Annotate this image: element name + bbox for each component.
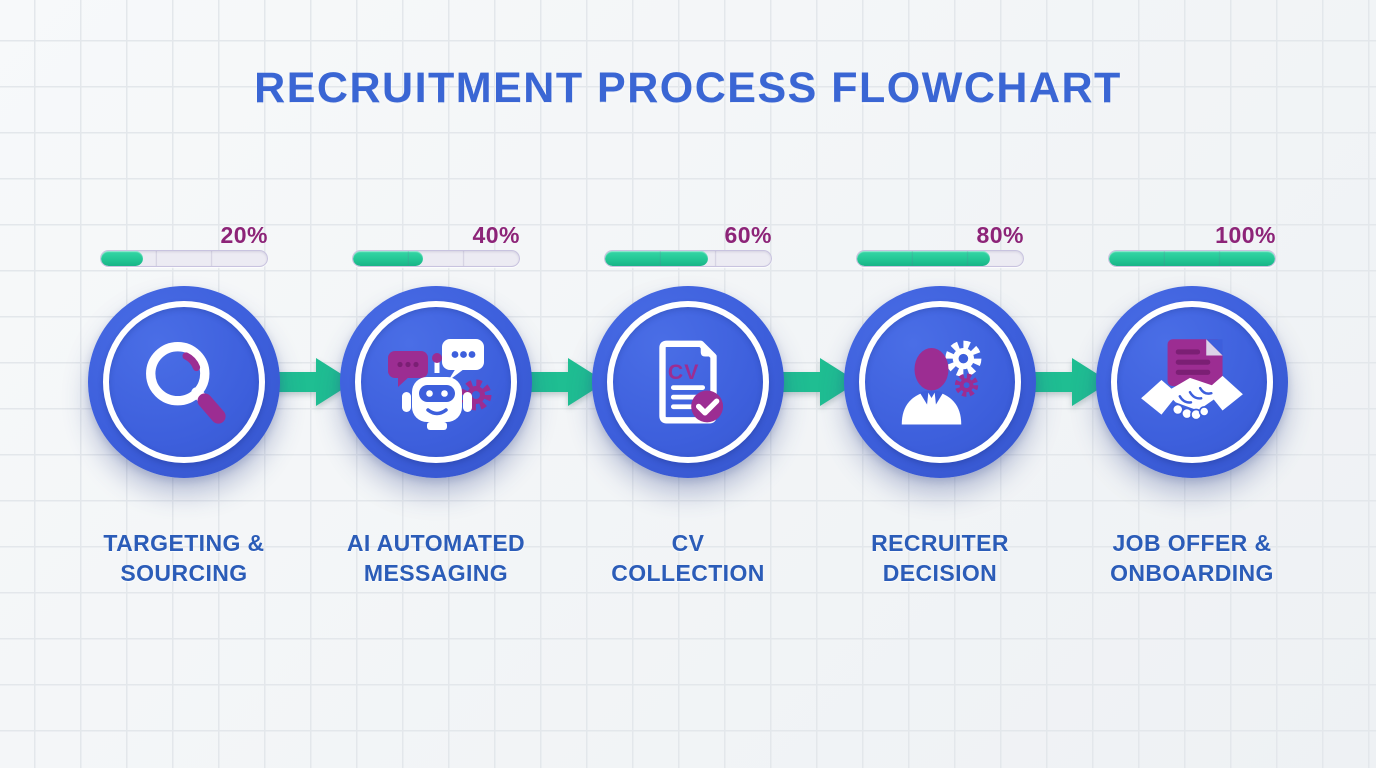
- magnifier-icon: [146, 341, 226, 424]
- recruiter-gears-icon: [901, 340, 982, 425]
- progress-bar: [1108, 250, 1276, 267]
- robot-chat-icon: [388, 339, 492, 430]
- step-circle: [340, 286, 532, 478]
- handshake-contract-icon: [1141, 339, 1243, 421]
- step-circle: [88, 286, 280, 478]
- progress-fill: [101, 251, 143, 266]
- flow-arrow-icon: [518, 358, 606, 406]
- svg-text:CV: CV: [668, 360, 700, 384]
- step-circle: CV: [592, 286, 784, 478]
- step-label: AI AUTOMATED MESSAGING: [346, 530, 526, 586]
- progress-fill: [605, 251, 708, 266]
- progress-percent-label: 80%: [976, 222, 1024, 248]
- flow-arrow-icon: [1022, 358, 1110, 406]
- progress-percent-label: 20%: [220, 222, 268, 248]
- progress-bar: [856, 250, 1024, 267]
- step-column-job-offer-onboarding: 100%: [1066, 222, 1318, 588]
- flow-row: 20% TARGETING & SOURCING 40%: [58, 222, 1318, 588]
- progress-group: 60%: [604, 222, 772, 267]
- step-circle: [1096, 286, 1288, 478]
- cv-document-icon: CV: [659, 340, 724, 424]
- step-label: TARGETING & SOURCING: [103, 530, 265, 586]
- flow-arrow-icon: [770, 358, 858, 406]
- progress-fill: [1109, 251, 1275, 266]
- progress-percent-label: 40%: [472, 222, 520, 248]
- page-title: RECRUITMENT PROCESS FLOWCHART: [254, 64, 1122, 112]
- step-circle: [844, 286, 1036, 478]
- progress-group: 100%: [1108, 222, 1276, 267]
- progress-percent-label: 100%: [1215, 222, 1276, 248]
- progress-bar: [604, 250, 772, 267]
- progress-group: 40%: [352, 222, 520, 267]
- gear-icon: [954, 373, 979, 397]
- progress-group: 80%: [856, 222, 1024, 267]
- progress-bar: [352, 250, 520, 267]
- progress-fill: [857, 251, 990, 266]
- progress-percent-label: 60%: [724, 222, 772, 248]
- progress-fill: [353, 251, 423, 266]
- step-label: RECRUITER DECISION: [871, 530, 1009, 586]
- step-column-targeting-sourcing: 20% TARGETING & SOURCING: [58, 222, 310, 588]
- progress-group: 20%: [100, 222, 268, 267]
- step-column-cv-collection: 60% CV CV COLLECTION: [562, 222, 814, 588]
- flow-arrow-icon: [266, 358, 354, 406]
- gear-icon: [945, 340, 982, 377]
- step-column-recruiter-decision: 80%: [814, 222, 1066, 588]
- step-column-ai-automated-messaging: 40%: [310, 222, 562, 588]
- step-label: JOB OFFER & ONBOARDING: [1110, 530, 1274, 586]
- progress-bar: [100, 250, 268, 267]
- step-label: CV COLLECTION: [611, 530, 765, 586]
